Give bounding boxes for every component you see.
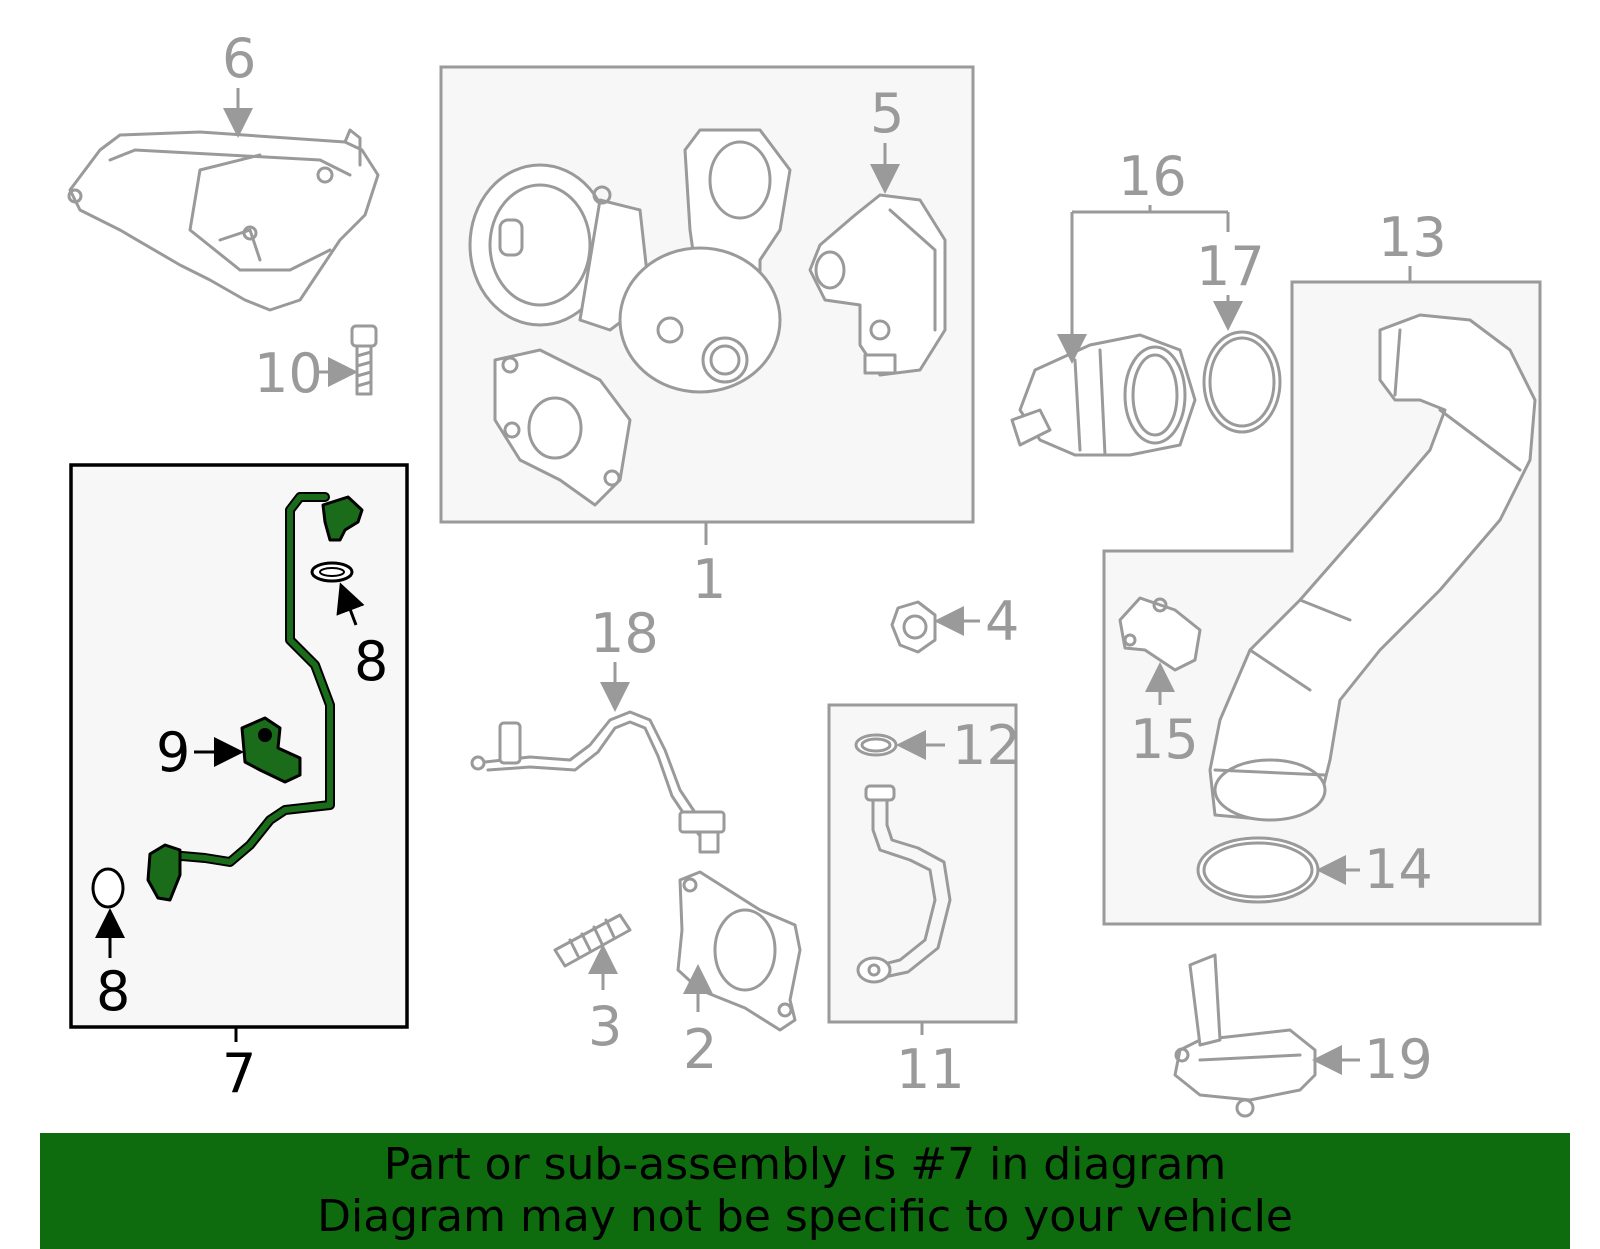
callout-5: 5 — [870, 82, 904, 145]
callout-16: 16 — [1118, 145, 1187, 208]
callout-14: 14 — [1364, 838, 1433, 901]
callout-13: 13 — [1378, 206, 1447, 269]
callout-12: 12 — [952, 714, 1021, 777]
actuator-part — [808, 193, 947, 377]
nut-part — [890, 600, 937, 654]
notice-line-2: Diagram may not be specific to your vehi… — [317, 1191, 1293, 1242]
callout-1: 1 — [692, 548, 726, 611]
callout-15: 15 — [1130, 708, 1199, 771]
washer-part-upper[interactable] — [310, 561, 354, 583]
oil-line-box[interactable] — [69, 463, 409, 1029]
notice-line-1: Part or sub-assembly is #7 in diagram — [383, 1139, 1227, 1190]
callout-3: 3 — [588, 995, 622, 1058]
notice-banner: Part or sub-assembly is #7 in diagram Di… — [40, 1133, 1570, 1249]
oil-feed-line-part[interactable] — [146, 492, 364, 902]
seal-ring-12-part — [854, 733, 898, 757]
seal-ring-14-part — [1196, 836, 1320, 904]
callout-18: 18 — [590, 602, 659, 665]
leader-16 — [1070, 205, 1230, 352]
washer-part-lower[interactable] — [91, 867, 125, 909]
callout-10: 10 — [254, 342, 323, 405]
intake-housing-part — [1010, 333, 1197, 457]
sensor-harness-part — [470, 710, 726, 854]
pressure-sensor-part — [1118, 596, 1202, 672]
callout-7[interactable]: 7 — [222, 1042, 256, 1105]
callout-6: 6 — [222, 27, 256, 90]
stud-part — [553, 913, 632, 968]
bracket-part — [1173, 953, 1317, 1118]
charge-pipe-part — [1208, 313, 1537, 822]
callout-8-lower[interactable]: 8 — [96, 960, 130, 1023]
callout-11: 11 — [896, 1038, 965, 1101]
fitting-part[interactable] — [240, 716, 302, 784]
callout-9[interactable]: 9 — [156, 721, 190, 784]
callout-4: 4 — [985, 590, 1019, 653]
seal-ring-17-part — [1202, 330, 1282, 434]
bolt-part — [350, 324, 378, 396]
return-pipe-part — [856, 784, 952, 984]
heat-shield-part — [67, 128, 380, 312]
callout-2: 2 — [683, 1018, 717, 1081]
leader-8-upper — [336, 582, 365, 626]
callout-8-upper[interactable]: 8 — [354, 630, 388, 693]
gasket-part — [676, 870, 802, 1032]
callout-17: 17 — [1196, 235, 1265, 298]
callout-19: 19 — [1364, 1028, 1433, 1091]
turbocharger-part — [468, 128, 792, 507]
